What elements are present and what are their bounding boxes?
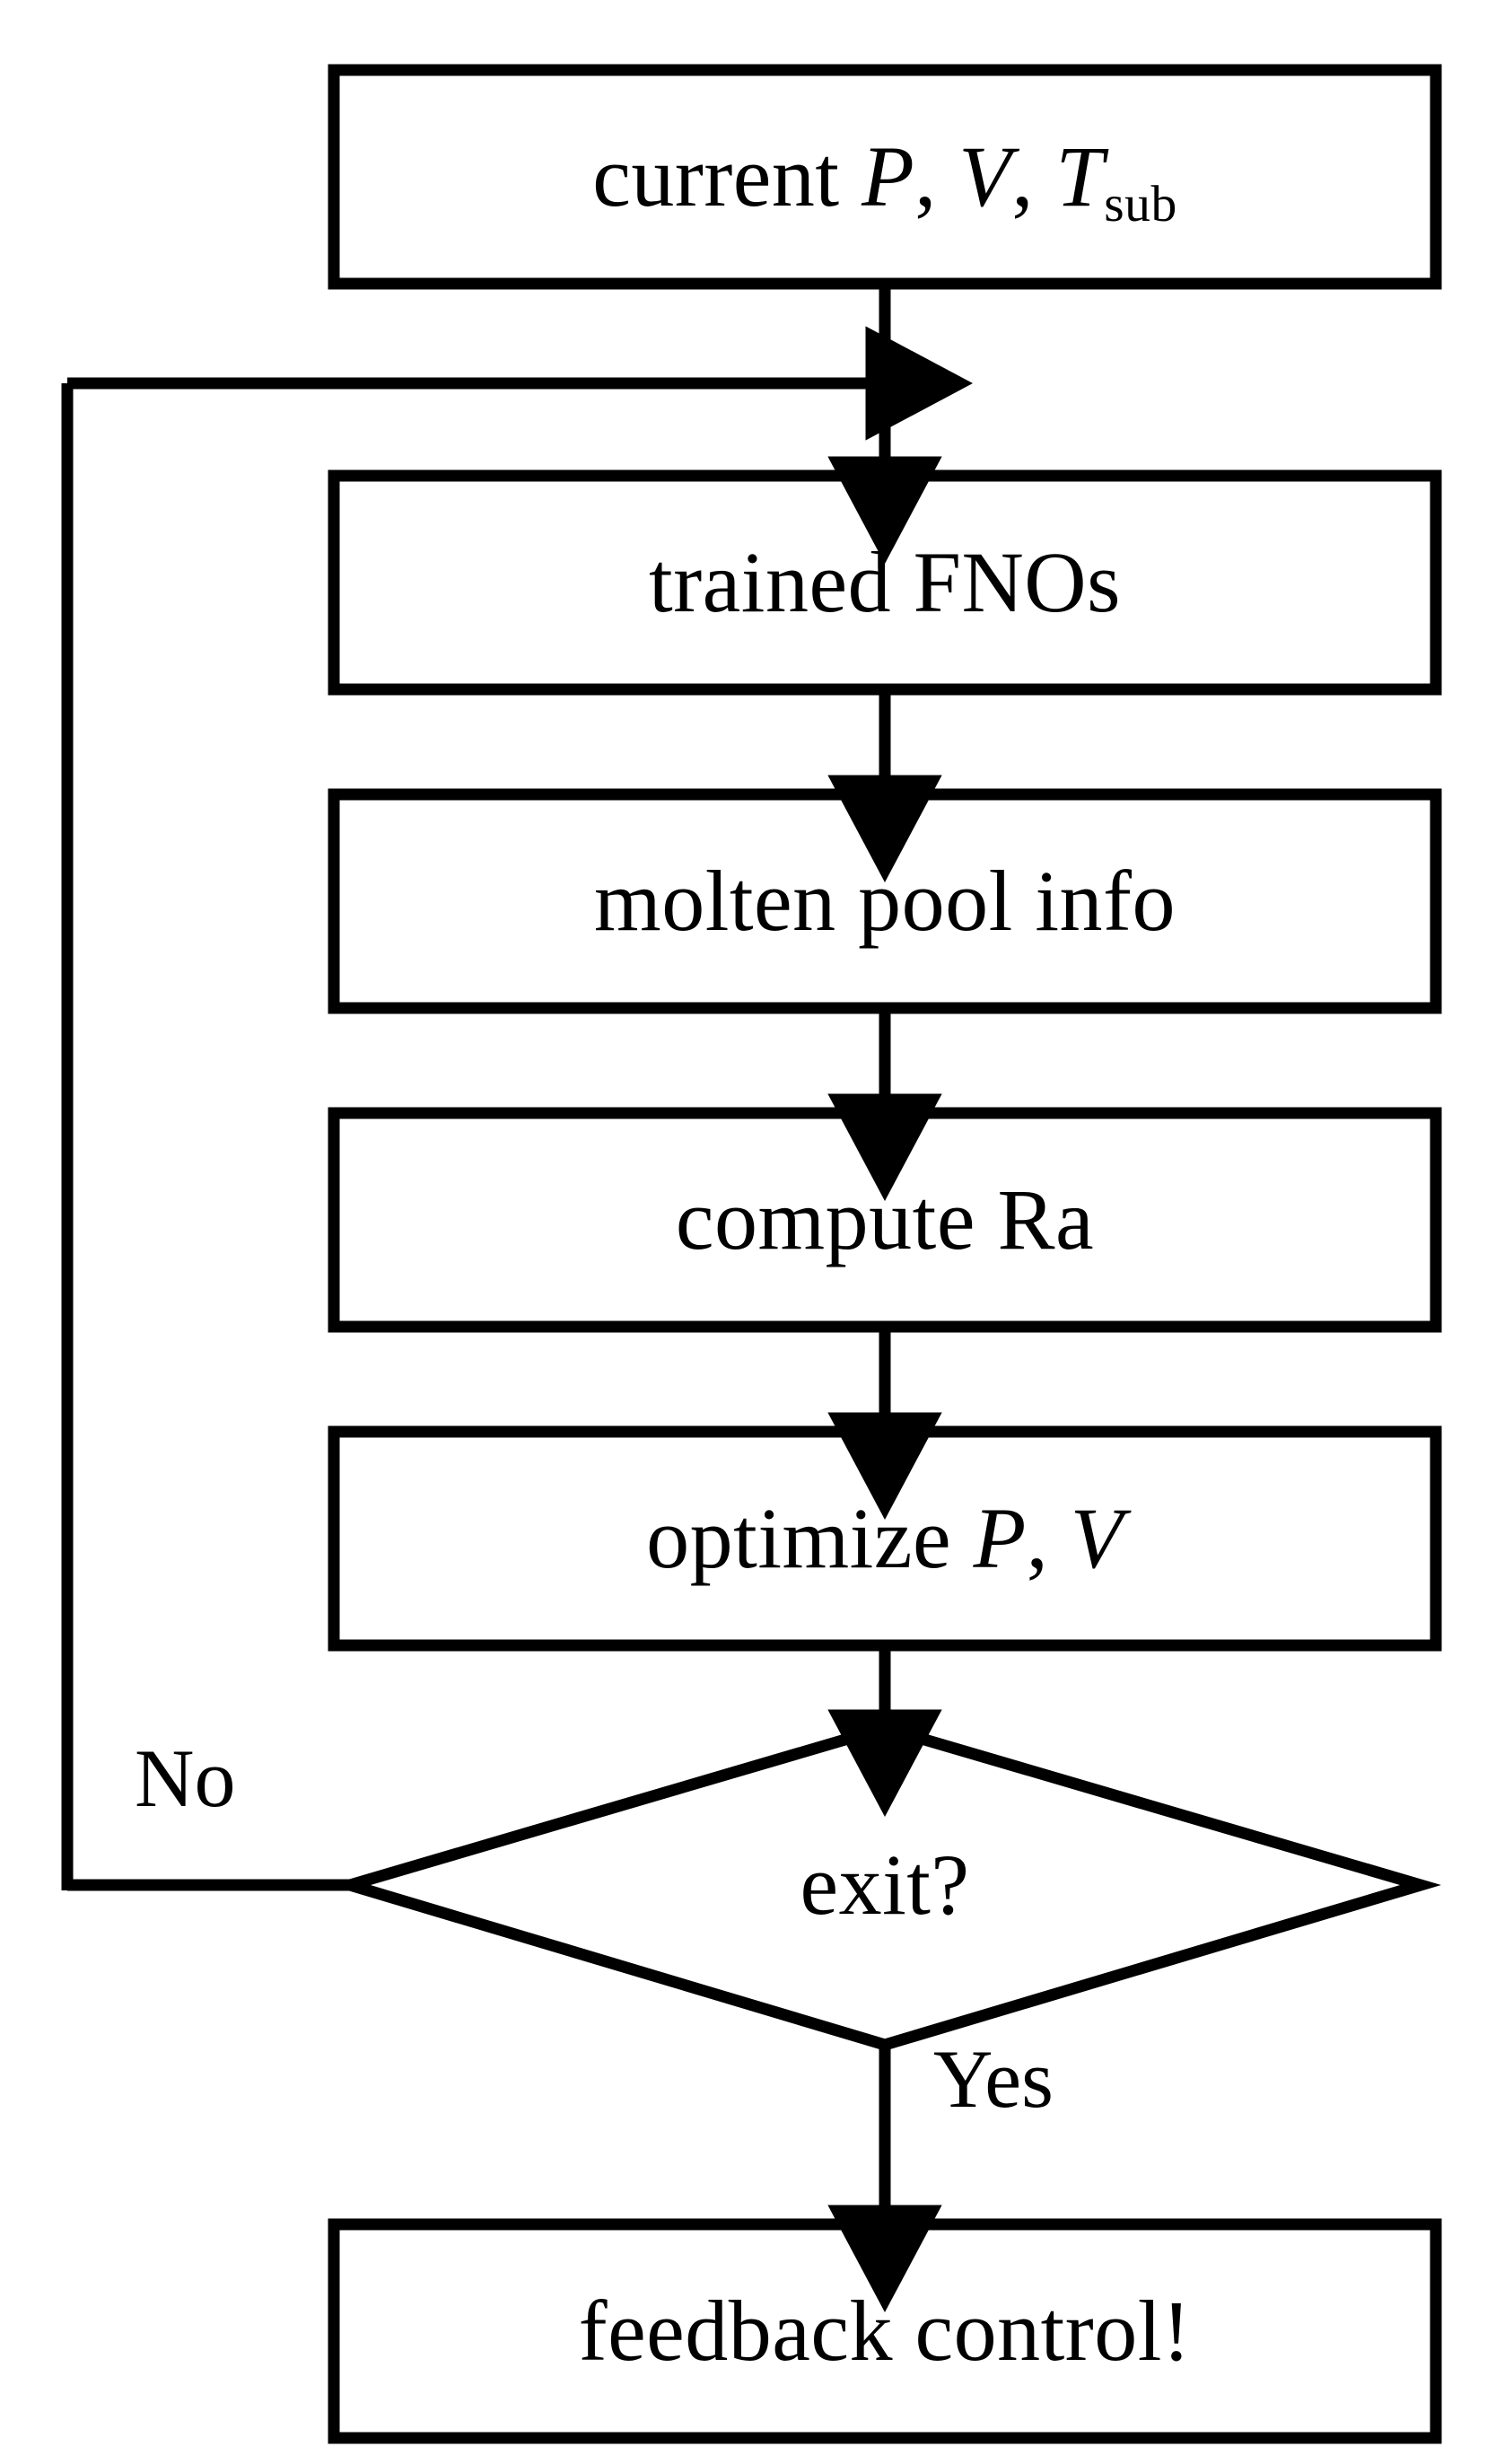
node-current-prefix: current	[592, 127, 862, 224]
node-current-var-v: V	[958, 127, 1012, 224]
node-compute-ra-label: compute Ra	[675, 1171, 1095, 1267]
node-compute-ra-box	[328, 1107, 1442, 1333]
node-optimize-prefix: optimize	[646, 1489, 974, 1586]
edge-label-yes: Yes	[933, 2033, 1054, 2125]
node-current-sep-2: ,	[1011, 127, 1056, 224]
node-current-sep-1: ,	[914, 127, 959, 224]
node-optimize-var-v: V	[1070, 1489, 1124, 1586]
node-optimize-label: optimize P, V	[334, 1432, 1436, 1645]
node-feedback-control-label: feedback control!	[578, 2282, 1192, 2379]
node-trained-fnos-label: trained FNOs	[649, 533, 1121, 630]
node-optimize-sep-1: ,	[1026, 1489, 1071, 1586]
node-optimize-var-p: P	[973, 1489, 1027, 1586]
node-current-var-t: T	[1055, 127, 1105, 224]
node-current-var-t-subscript: sub	[1104, 175, 1177, 232]
node-exit-label: exit?	[800, 1836, 970, 1933]
edge-label-no: No	[135, 1732, 236, 1824]
node-current-var-p: P	[862, 127, 915, 224]
node-current-label: current P, V, Tsub	[334, 70, 1436, 284]
node-current-box	[328, 64, 1442, 290]
node-molten-pool-info-label: molten pool info	[594, 852, 1176, 949]
